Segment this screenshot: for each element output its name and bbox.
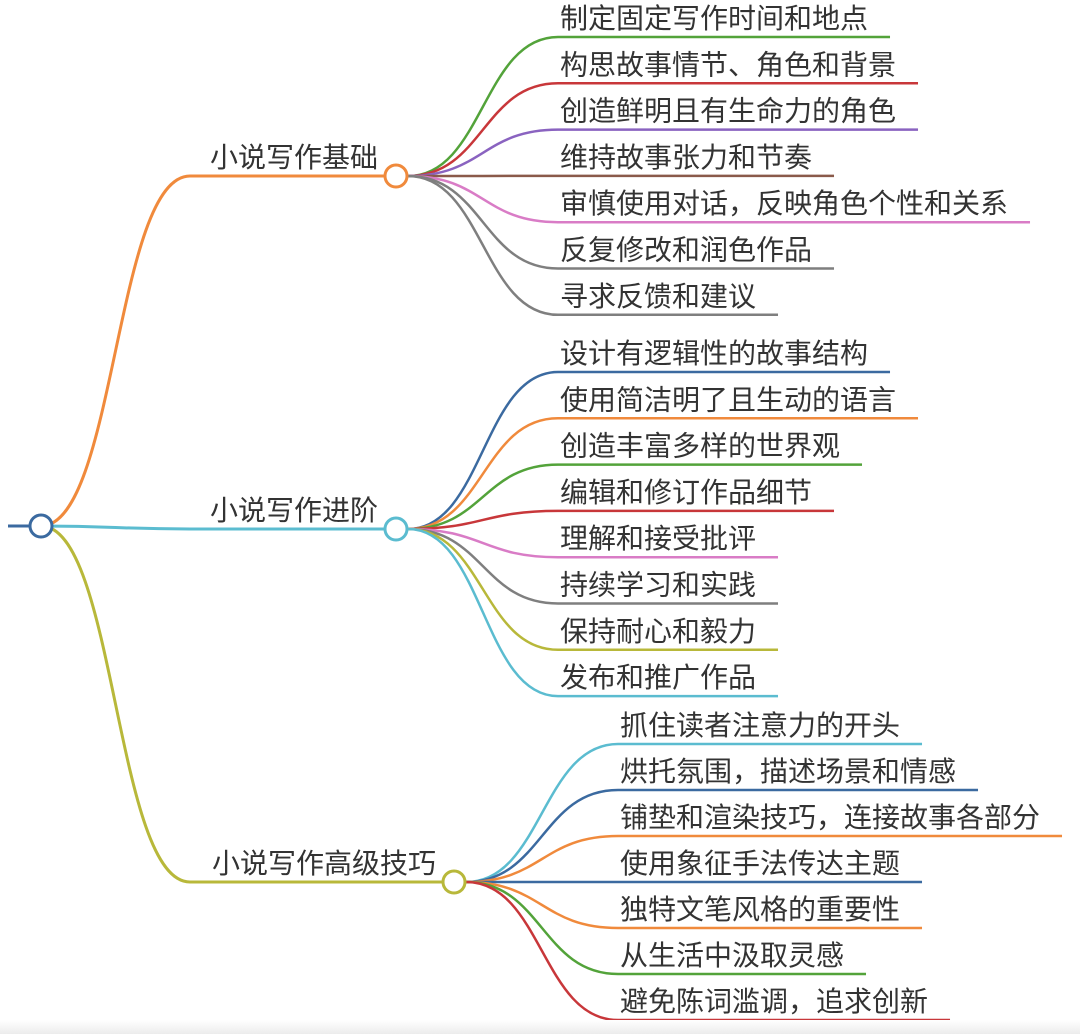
leaf-link <box>407 527 559 652</box>
leaf-link <box>407 35 559 178</box>
leaf-link <box>407 417 559 531</box>
branch-link-3 <box>40 524 191 884</box>
leaf-link <box>407 527 559 559</box>
leaf-label[interactable]: 编辑和修订作品细节 <box>560 476 812 509</box>
nodes-layer <box>28 163 467 895</box>
leaf-link <box>465 742 619 884</box>
leaf-label[interactable]: 独特文笔风格的重要性 <box>620 893 900 926</box>
leaf-label[interactable]: 持续学习和实践 <box>560 569 756 602</box>
branch-link-1 <box>40 174 191 528</box>
leaf-label[interactable]: 铺垫和渲染技巧，连接故事各部分 <box>620 801 1040 834</box>
leaf-label[interactable]: 使用象征手法传达主题 <box>620 847 900 880</box>
branch-node[interactable] <box>383 516 409 542</box>
leaf-label[interactable]: 烘托氛围，描述场景和情感 <box>620 755 956 788</box>
leaf-label[interactable]: 创造鲜明且有生命力的角色 <box>560 95 896 128</box>
leaf-link <box>407 509 559 531</box>
leaf-link <box>407 82 559 178</box>
branch-node[interactable] <box>383 163 409 189</box>
leaf-label[interactable]: 抓住读者注意力的开头 <box>620 709 900 742</box>
leaf-label[interactable]: 使用简洁明了且生动的语言 <box>560 383 896 416</box>
bottom-edge-shading <box>0 1020 1080 1034</box>
leaf-label[interactable]: 制定固定写作时间和地点 <box>560 2 868 35</box>
leaf-link <box>407 527 559 605</box>
leaf-link <box>465 834 619 884</box>
leaf-link <box>407 370 559 531</box>
leaf-label[interactable]: 保持耐心和毅力 <box>560 615 756 648</box>
leaf-label[interactable]: 反复修改和润色作品 <box>560 234 812 267</box>
leaf-label[interactable]: 维持故事张力和节奏 <box>560 141 812 174</box>
leaf-link <box>407 463 559 531</box>
leaf-label[interactable]: 设计有逻辑性的故事结构 <box>560 337 868 370</box>
labels-layer: 小说写作基础 制定固定写作时间和地点构思故事情节、角色和背景创造鲜明且有生命力的角… <box>210 2 1040 1018</box>
leaf-label[interactable]: 避免陈词滥调，追求创新 <box>620 985 928 1018</box>
leaf-link <box>465 880 619 976</box>
branch-node[interactable] <box>441 869 467 895</box>
leaf-label[interactable]: 构思故事情节、角色和背景 <box>560 48 896 81</box>
root-node[interactable] <box>28 513 54 539</box>
branch-label[interactable]: 小说写作基础 <box>210 141 378 174</box>
links-layer <box>8 35 1063 1022</box>
leaf-label[interactable]: 寻求反馈和建议 <box>560 280 756 313</box>
leaf-label[interactable]: 从生活中汲取灵感 <box>620 939 844 972</box>
branch-label[interactable]: 小说写作高级技巧 <box>212 847 436 880</box>
leaf-link <box>407 174 559 317</box>
leaf-label[interactable]: 审慎使用对话，反映角色个性和关系 <box>560 187 1008 220</box>
leaf-link <box>407 174 559 224</box>
leaf-link <box>465 880 619 1022</box>
leaf-label[interactable]: 理解和接受批评 <box>560 522 756 555</box>
leaf-link <box>407 174 559 270</box>
leaf-link <box>407 128 559 178</box>
branch-label[interactable]: 小说写作进阶 <box>210 494 378 527</box>
leaf-label[interactable]: 创造丰富多样的世界观 <box>560 430 840 463</box>
leaf-link <box>465 788 619 884</box>
branch-link-2 <box>40 524 191 531</box>
leaf-link <box>465 880 619 930</box>
leaf-label[interactable]: 发布和推广作品 <box>560 661 756 694</box>
leaf-link <box>407 527 559 698</box>
